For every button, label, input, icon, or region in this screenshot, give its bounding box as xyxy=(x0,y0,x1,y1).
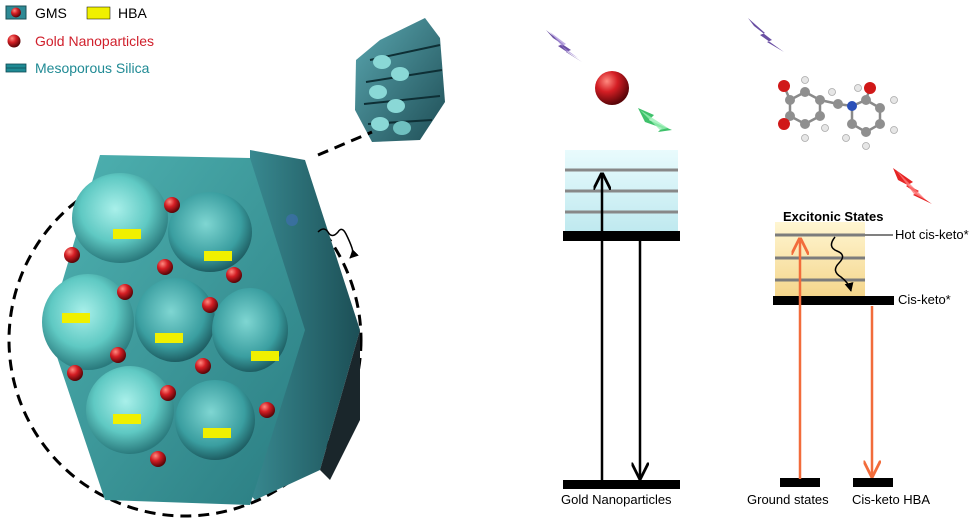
gold-nanoparticle-large xyxy=(595,71,629,105)
gold-excited-level-bar xyxy=(563,231,680,241)
relaxation-wavy-arrow xyxy=(317,228,359,259)
silica-legend-icon xyxy=(5,63,27,73)
ground-state-bar xyxy=(780,478,820,487)
small-gms-particle xyxy=(355,18,445,142)
hba-energy-diagram: Excitonic States Hot cis-keto* Cis-keto*… xyxy=(747,209,969,507)
legend-gold-label: Gold Nanoparticles xyxy=(35,33,154,49)
legend: GMS HBA Gold Nanoparticles Mesoporous Si… xyxy=(5,5,154,76)
gold-ground-level-bar xyxy=(563,480,680,489)
legend-hba-label: HBA xyxy=(118,5,147,21)
legend-silica-label: Mesoporous Silica xyxy=(35,60,150,76)
ground-states-label: Ground states xyxy=(747,492,829,507)
excitonic-levels xyxy=(775,233,865,282)
gold-np-legend-icon xyxy=(7,34,21,48)
hba-molecule-model xyxy=(778,76,898,150)
hba-molecules xyxy=(62,229,279,438)
excitonic-states-box xyxy=(775,222,865,298)
large-gms-particle xyxy=(42,150,360,505)
lightning-icon-purple-2 xyxy=(748,18,784,52)
lightning-icon-purple-1 xyxy=(546,30,582,62)
legend-gms-label: GMS xyxy=(35,5,67,21)
gms-legend-icon xyxy=(5,5,27,20)
gold-energy-diagram: Gold Nanoparticles xyxy=(561,150,680,507)
hot-cis-keto-label: Hot cis-keto* xyxy=(895,227,969,242)
lightning-icon-red xyxy=(893,168,932,204)
excitonic-states-label: Excitonic States xyxy=(783,209,883,224)
zoom-connector xyxy=(317,130,373,157)
gold-nanoparticles-caption: Gold Nanoparticles xyxy=(561,492,672,507)
gold-nanoparticles-in-pores xyxy=(64,197,275,467)
hba-legend-icon xyxy=(86,6,111,20)
cis-keto-hba-label: Cis-keto HBA xyxy=(852,492,930,507)
lightning-icon-green xyxy=(638,108,672,132)
cis-keto-star-label: Cis-keto* xyxy=(898,292,951,307)
internal-conversion-arrow xyxy=(830,236,854,292)
cis-keto-level-bar xyxy=(773,296,894,305)
cis-keto-hba-bar xyxy=(853,478,893,487)
gold-excited-levels xyxy=(565,168,678,214)
